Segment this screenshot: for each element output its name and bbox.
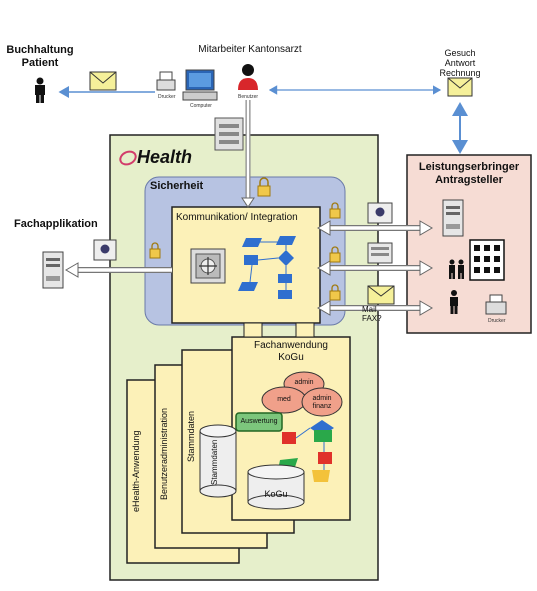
stammdaten-db-label: Stammdaten bbox=[210, 439, 219, 485]
oval-med-label: med bbox=[277, 396, 291, 403]
mail-fax-label: Mail FAX? bbox=[362, 305, 382, 323]
leistungserbringer-box bbox=[406, 154, 532, 334]
gesuch-label: Gesuch Antwort Rechnung bbox=[439, 48, 481, 78]
envelope-icon bbox=[447, 77, 473, 97]
sicherheit-label: Sicherheit bbox=[150, 180, 204, 192]
buchhaltung-label: Buchhaltung Patient bbox=[6, 44, 74, 69]
kommunikation-label: Kommunikation/ Integration bbox=[176, 212, 298, 223]
fachanwendung-label: Fachanwendung KoGu bbox=[254, 340, 328, 363]
arrow-right-3 bbox=[317, 300, 433, 316]
benutzer-label: Benutzer bbox=[238, 94, 259, 100]
arrow-right-2 bbox=[317, 260, 433, 276]
stammdaten-database-icon bbox=[199, 424, 237, 498]
computer-label: Computer bbox=[190, 103, 212, 109]
person-icon bbox=[35, 77, 45, 103]
drucker2-label: Drucker bbox=[488, 318, 506, 324]
oval-admin-label: admin bbox=[294, 379, 314, 386]
fachapplikation-label: Fachapplikation bbox=[14, 218, 98, 230]
lock-icon bbox=[329, 246, 341, 263]
server-icon bbox=[367, 242, 393, 264]
oval-admin-finanz bbox=[301, 387, 343, 417]
kogu-database-icon bbox=[247, 464, 305, 510]
server-icon bbox=[42, 251, 64, 289]
flowchart-icon bbox=[278, 420, 334, 482]
group-icon bbox=[449, 259, 464, 279]
mitarbeiter-label: Mitarbeiter Kantonsarzt bbox=[198, 44, 302, 55]
lock-icon bbox=[257, 177, 271, 197]
connector-tab bbox=[243, 322, 263, 338]
printer-icon bbox=[485, 294, 507, 315]
auswertung-box bbox=[235, 412, 283, 432]
router-icon bbox=[190, 248, 226, 284]
connector-tab bbox=[295, 322, 315, 338]
drucker-label: Drucker bbox=[158, 94, 176, 100]
envelope-icon bbox=[89, 71, 117, 91]
ehealth-logo: Health bbox=[119, 147, 199, 169]
computer-icon bbox=[182, 69, 218, 101]
flowchart-icon bbox=[238, 236, 296, 299]
auswertung-label: Auswertung bbox=[240, 418, 278, 425]
server-icon bbox=[214, 117, 244, 151]
tab-benutzeradministration-label: Benutzeradministration bbox=[159, 407, 169, 500]
person-icon bbox=[450, 290, 458, 314]
lock-icon bbox=[329, 202, 341, 219]
oval-admin-finanz-label: admin finanz bbox=[312, 395, 332, 410]
certificate-icon bbox=[93, 239, 117, 261]
arrow-right-1 bbox=[317, 220, 433, 236]
building-icon bbox=[469, 239, 505, 281]
ehealth-title: Health bbox=[137, 147, 193, 167]
user-icon bbox=[238, 64, 258, 90]
lock-icon bbox=[329, 284, 341, 301]
ehealth-swirl-icon bbox=[119, 150, 137, 166]
tab-stammdaten-label: Stammdaten bbox=[186, 410, 196, 462]
server-icon bbox=[442, 199, 464, 237]
envelope-icon bbox=[367, 285, 395, 305]
tab-ehealth-anwendung-label: eHealth-Anwendung bbox=[131, 430, 141, 512]
kogu-db-label: KoGu bbox=[264, 489, 288, 499]
leistungserbringer-label: Leistungserbringer Antragsteller bbox=[418, 161, 520, 186]
printer-icon bbox=[156, 71, 176, 91]
certificate-icon bbox=[367, 202, 393, 224]
lock-icon bbox=[149, 242, 161, 259]
